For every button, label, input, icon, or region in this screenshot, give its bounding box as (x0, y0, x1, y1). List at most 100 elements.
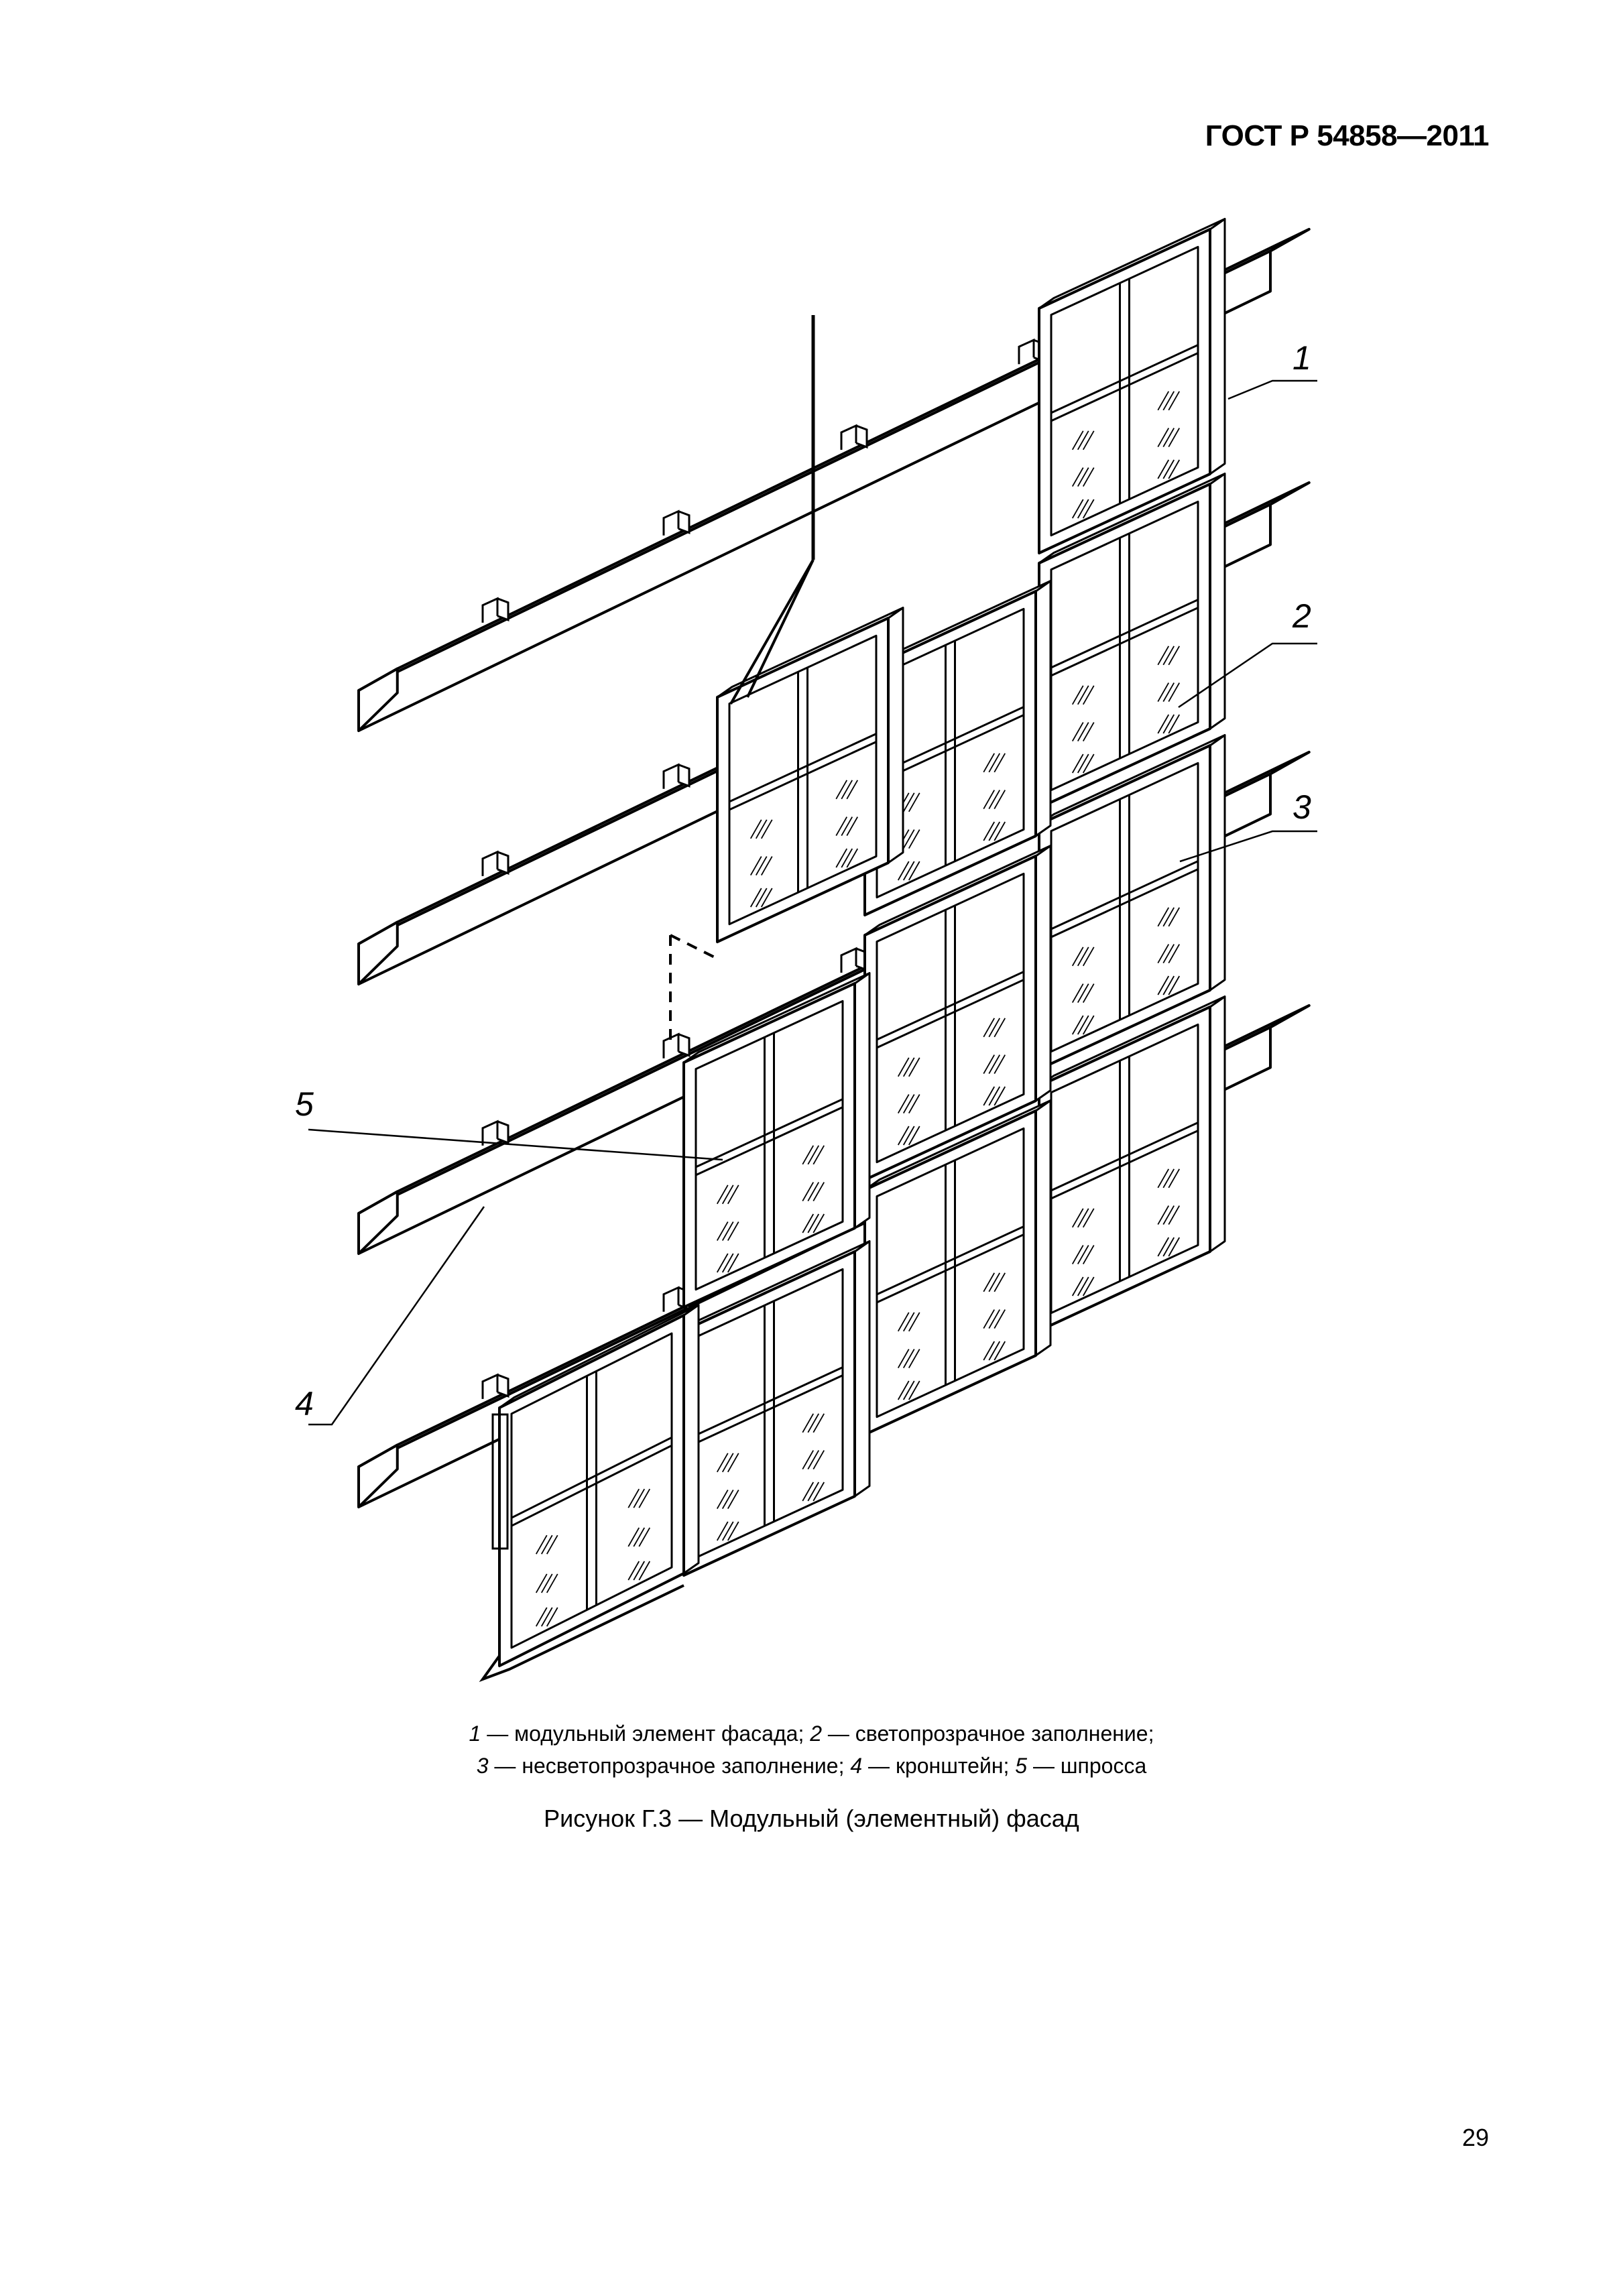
figure-caption: Рисунок Г.3 — Модульный (элементный) фас… (544, 1805, 1079, 1832)
glass-hatch (749, 856, 762, 875)
glass-hatch (897, 1057, 910, 1077)
glass-hatch (807, 1145, 820, 1165)
leader-line (1227, 379, 1317, 400)
glass-hatch (988, 753, 1001, 773)
glass-hatch (841, 780, 853, 800)
legend-text: — шпросса (1027, 1754, 1147, 1778)
glass-hatch (1077, 753, 1089, 774)
glass-hatch (813, 1145, 825, 1165)
module-side (1034, 1099, 1052, 1357)
glass-hatch (716, 1221, 729, 1241)
transom (1050, 352, 1199, 422)
glass-hatch (1168, 646, 1181, 666)
leader-line (1178, 642, 1317, 709)
bracket (840, 424, 868, 450)
glass-hatch (1168, 459, 1181, 479)
glass-hatch (1157, 1205, 1170, 1225)
glass-hatch (994, 1272, 1006, 1292)
glass-hatch (721, 1453, 734, 1473)
glass-hatch (1157, 459, 1170, 479)
glass-hatch (988, 1054, 1001, 1074)
glass-hatch (908, 861, 920, 881)
glass-hatch (983, 821, 996, 841)
facade-module (716, 607, 904, 943)
transom (695, 1098, 843, 1168)
glass-hatch (988, 1272, 1001, 1292)
facade-module (1038, 734, 1226, 1071)
glass-hatch (807, 1213, 820, 1233)
glass-hatch (1168, 428, 1181, 447)
facade-module (863, 845, 1052, 1181)
glass-hatch (1071, 1208, 1084, 1228)
glass-hatch (535, 1534, 548, 1555)
glass-hatch (755, 819, 768, 839)
glass-hatch (841, 848, 853, 868)
glass-hatch (1077, 685, 1089, 705)
glass-hatch (1082, 685, 1095, 705)
glass-hatch (994, 1309, 1006, 1329)
glass-hatch (1071, 983, 1084, 1003)
glass-hatch (983, 1086, 996, 1106)
glass-hatch (727, 1253, 739, 1273)
page-number: 29 (1461, 2124, 1489, 2151)
glass-hatch (540, 1573, 553, 1593)
legend-num: 5 (1015, 1754, 1028, 1778)
glass-hatch (1162, 459, 1175, 479)
module-side (853, 1240, 871, 1498)
glass-hatch (1071, 1245, 1084, 1264)
leader-line (308, 1206, 485, 1426)
hoist-sling (746, 559, 815, 698)
glass-hatch (983, 1018, 996, 1038)
glass-hatch (1071, 1015, 1084, 1035)
glass-hatch (988, 1086, 1001, 1106)
glass-hatch (755, 888, 768, 908)
glass-hatch (988, 790, 1001, 809)
glass-hatch (1157, 391, 1170, 411)
glass-hatch (908, 1094, 920, 1113)
glass-hatch (546, 1534, 558, 1555)
transom (1050, 599, 1199, 669)
glass-hatch (908, 829, 920, 849)
glass-hatch (1168, 944, 1181, 963)
bracket (662, 509, 690, 536)
glass-hatch (1071, 499, 1084, 519)
glass-hatch (835, 848, 848, 868)
glass-hatch (908, 1312, 920, 1332)
legend-num: 3 (476, 1754, 489, 1778)
glass-hatch (1162, 907, 1175, 927)
glass-hatch (727, 1521, 739, 1541)
glass-hatch (749, 888, 762, 908)
glass-hatch (807, 1182, 820, 1201)
rail-end (357, 1443, 399, 1508)
glass-hatch (1071, 753, 1084, 774)
glass-hatch (1082, 722, 1095, 741)
glass-hatch (1168, 391, 1181, 411)
glass-hatch (1157, 428, 1170, 447)
callout-1: 1 (1293, 339, 1311, 377)
glass-hatch (988, 1018, 1001, 1038)
glass-hatch (546, 1607, 558, 1627)
transom (511, 1436, 672, 1519)
glass-hatch (540, 1534, 553, 1555)
glass-hatch (1077, 983, 1089, 1003)
glass-hatch (1082, 1015, 1095, 1035)
glass-hatch (1071, 947, 1084, 967)
transom (876, 1225, 1024, 1296)
transom (1050, 344, 1199, 414)
glass-hatch (1077, 722, 1089, 741)
glass-hatch (1157, 944, 1170, 963)
module-side (1034, 845, 1052, 1102)
module-inner-frame (876, 1127, 1025, 1418)
legend-text: — кронштейн; (862, 1754, 1016, 1778)
glass-hatch (727, 1490, 739, 1509)
transom (511, 1444, 672, 1527)
module-frame (498, 1314, 685, 1667)
callout-5: 5 (295, 1085, 314, 1123)
glass-hatch (802, 1482, 815, 1502)
module-side (1209, 473, 1226, 730)
glass-hatch (1157, 1237, 1170, 1257)
glass-hatch (835, 780, 848, 800)
rail-end (357, 1190, 399, 1255)
glass-hatch (627, 1488, 640, 1508)
glass-hatch (846, 780, 859, 800)
